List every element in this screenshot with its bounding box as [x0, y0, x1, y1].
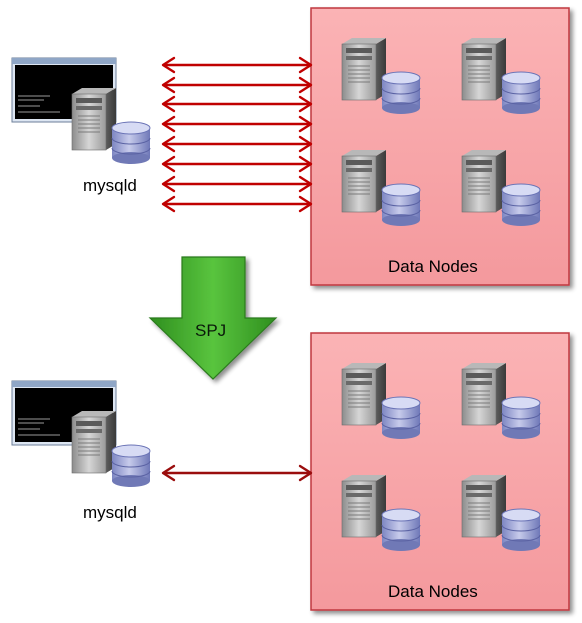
top-connection-arrows: [161, 56, 313, 213]
double-arrow-icon: [161, 115, 313, 133]
down-arrow-icon: [148, 256, 278, 380]
double-arrow-icon: [161, 56, 313, 74]
double-arrow-icon: [161, 95, 313, 113]
server-with-database-icon: [71, 87, 151, 165]
top-mysqld-label: mysqld: [83, 176, 137, 195]
spj-label: SPJ: [195, 321, 227, 340]
bottom-data-nodes-label: Data Nodes: [388, 582, 478, 601]
bottom-data-nodes-cluster: [310, 332, 570, 611]
server-with-database-icon: [71, 410, 151, 488]
bottom-connection-arrow: [161, 464, 313, 482]
bottom-mysqld-node: [11, 380, 151, 488]
double-arrow-icon: [161, 195, 313, 213]
bottom-mysqld-label: mysqld: [83, 503, 137, 522]
double-arrow-icon: [161, 155, 313, 173]
top-data-nodes-label: Data Nodes: [388, 257, 478, 276]
top-data-nodes-cluster: [310, 7, 570, 286]
double-arrow-icon: [161, 175, 313, 193]
double-arrow-icon: [161, 135, 313, 153]
top-mysqld-node: [11, 57, 151, 165]
double-arrow-icon: [161, 76, 313, 94]
